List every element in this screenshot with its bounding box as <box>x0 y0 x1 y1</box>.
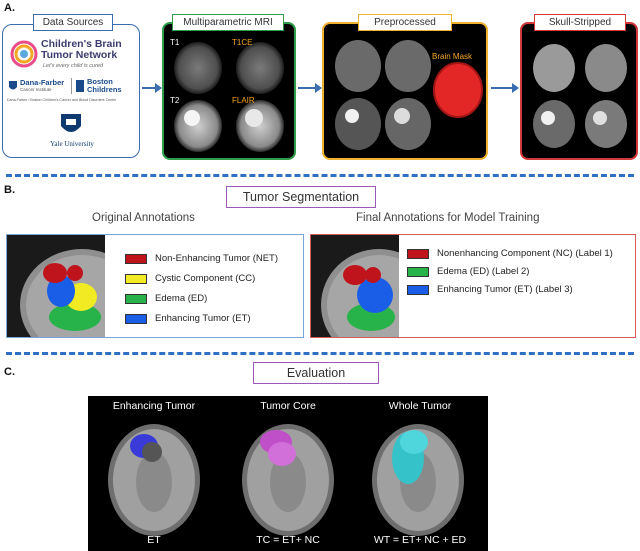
dana-farber-sub: Cancer Institute <box>20 87 52 92</box>
net-swatch <box>125 253 147 264</box>
mri-label-flair: FLAIR <box>232 96 255 105</box>
mri-grid <box>174 42 284 152</box>
orig-legend-row-cc: Cystic Component (CC) <box>125 273 255 284</box>
orig-legend-row-net: Non-Enhancing Tumor (NET) <box>125 253 278 264</box>
mri-label-t2: T2 <box>170 96 180 105</box>
section-a-letter: A. <box>4 2 15 14</box>
final-annotation-image <box>311 235 399 337</box>
eval-title-et: Enhancing Tumor <box>112 400 196 412</box>
section-c-letter: C. <box>4 366 15 378</box>
cbtn-name-line1: Children's Brain <box>41 38 122 50</box>
eval-title-tc: Tumor Core <box>260 400 316 412</box>
eval-formula-tc: TC = ET+ NC <box>256 534 320 546</box>
original-annotations-box: Non-Enhancing Tumor (NET) Cystic Compone… <box>6 234 304 338</box>
cc-swatch <box>125 273 147 284</box>
mri-label-t1ce: T1CE <box>232 38 253 47</box>
final-legend-label: Edema (ED) (Label 2) <box>437 266 530 277</box>
skull-stripped-grid <box>533 44 627 148</box>
dana-farber-label: Dana-Farber <box>20 78 65 87</box>
mri-tag: Multiparametric MRI <box>172 14 284 31</box>
yale-label: Yale University <box>50 140 94 148</box>
dana-farber-logo-icon <box>9 81 17 90</box>
data-sources-tag: Data Sources <box>33 14 113 31</box>
final-legend-row-ed: Edema (ED) (Label 2) <box>407 266 529 277</box>
original-annotation-image <box>7 235 105 337</box>
preprocessed-grid <box>335 40 483 150</box>
skull-stripped-tag: Skull-Stripped <box>534 14 626 31</box>
tumor-segmentation-title: Tumor Segmentation <box>226 186 376 208</box>
evaluation-title: Evaluation <box>253 362 379 384</box>
final-annotations-box: Nonenhancing Component (NC) (Label 1) Ed… <box>310 234 636 338</box>
arrow-1-icon <box>142 83 162 93</box>
et-swatch <box>407 284 429 295</box>
ed-swatch <box>407 266 429 277</box>
final-legend-label: Enhancing Tumor (ET) (Label 3) <box>437 284 573 295</box>
orig-legend-label: Non-Enhancing Tumor (NET) <box>155 253 279 264</box>
boston-childrens-logo-icon <box>76 80 84 92</box>
divider-bc <box>6 352 634 355</box>
arrow-3-icon <box>491 83 519 93</box>
ed-swatch <box>125 293 147 304</box>
evaluation-panel: Enhancing Tumor Tumor Core Whole Tumor E… <box>88 396 488 551</box>
boston-label: Boston <box>87 77 113 86</box>
cbtn-name-line2: Tumor Network <box>41 49 118 61</box>
eval-title-wt: Whole Tumor <box>388 400 452 412</box>
arrow-2-icon <box>298 83 322 93</box>
final-legend-row-nc: Nonenhancing Component (NC) (Label 1) <box>407 248 613 259</box>
skull-stripped-panel <box>520 22 638 160</box>
preprocessed-tag: Preprocessed <box>358 14 452 31</box>
orig-legend-label: Edema (ED) <box>155 293 208 304</box>
cbtn-logo-icon <box>10 40 38 68</box>
childrens-label: Childrens <box>87 85 122 94</box>
preprocessed-panel: Brain Mask <box>322 22 488 160</box>
orig-legend-row-ed: Edema (ED) <box>125 293 207 304</box>
orig-legend-label: Enhancing Tumor (ET) <box>155 313 251 324</box>
mri-label-t1: T1 <box>170 38 180 47</box>
orig-legend-row-et: Enhancing Tumor (ET) <box>125 313 251 324</box>
orig-legend-label: Cystic Component (CC) <box>155 273 256 284</box>
yale-shield-icon <box>61 114 81 132</box>
final-legend-row-et: Enhancing Tumor (ET) (Label 3) <box>407 284 573 295</box>
final-annotations-title: Final Annotations for Model Training <box>356 212 540 224</box>
divider-ab <box>6 174 634 177</box>
eval-formula-wt: WT = ET+ NC + ED <box>373 534 467 546</box>
eval-formula-et: ET <box>147 534 161 546</box>
dfbc-line: Dana-Farber / Boston Children's Cancer a… <box>7 98 117 102</box>
evaluation-brains <box>108 424 464 536</box>
nc-swatch <box>407 248 429 259</box>
logo-divider <box>71 78 72 94</box>
section-b-letter: B. <box>4 184 15 196</box>
cbtn-tagline: Let's every child is cured <box>43 63 104 69</box>
original-annotations-title: Original Annotations <box>92 212 195 224</box>
et-swatch <box>125 313 147 324</box>
mri-panel: T1 T1CE T2 FLAIR <box>162 22 296 160</box>
final-legend-label: Nonenhancing Component (NC) (Label 1) <box>437 248 613 259</box>
data-sources-card: Children's Brain Tumor Network Let's eve… <box>2 24 140 158</box>
brain-mask-label: Brain Mask <box>432 52 473 61</box>
